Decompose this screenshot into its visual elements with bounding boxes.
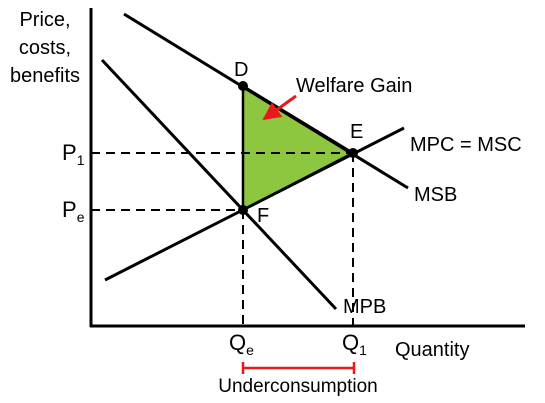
underconsumption-bracket [241,362,356,374]
underconsumption-label: Underconsumption [218,376,377,397]
y-axis-title-line-1: Price, [19,9,70,31]
pe-tick-label: Pe [62,197,85,225]
y-axis-title-line-3: benefits [10,65,80,87]
welfare-gain-label: Welfare Gain [296,75,412,97]
p1-tick-label: P1 [62,140,85,168]
mpb-label: MPB [343,296,386,318]
qe-tick-label: Qe [229,330,254,358]
point-f-marker [238,205,248,215]
msb-label: MSB [414,184,457,206]
x-axis-title: Quantity [395,339,469,361]
mpb-curve [100,58,338,311]
point-d-label: D [234,59,248,81]
point-e-marker [348,148,358,158]
welfare-gain-area [241,83,356,213]
msb-curve [123,12,409,190]
point-f-label: F [257,205,269,227]
point-e-label: E [350,121,363,143]
point-d-marker [238,81,248,91]
mpc-msc-label: MPC = MSC [410,134,522,156]
q1-tick-label: Q1 [342,330,367,358]
welfare-gain-arrow [262,94,297,121]
y-axis-title-line-2: costs, [19,37,71,59]
